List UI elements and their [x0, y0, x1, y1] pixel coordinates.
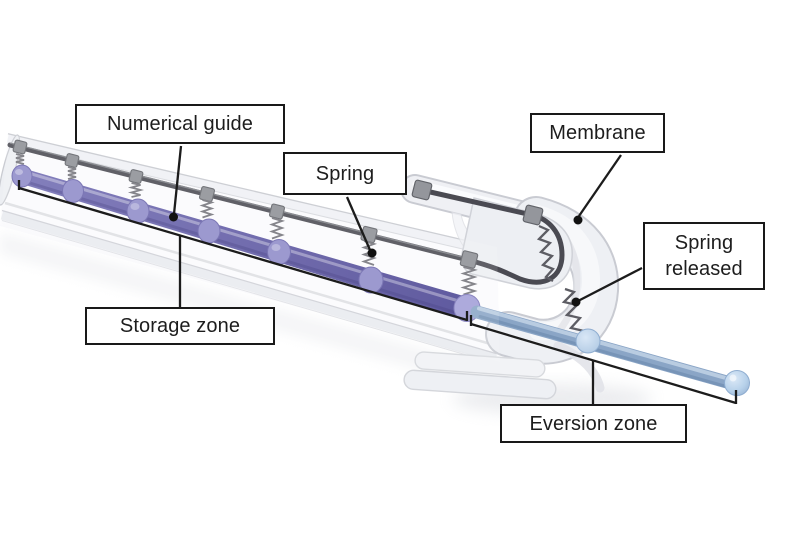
fold-arc — [553, 341, 605, 393]
rod-bead — [11, 164, 33, 188]
label-spring-released-text: Spring released — [665, 232, 743, 280]
tube-bottom-edge-1 — [1, 209, 497, 355]
storage-zone-bracket — [17, 180, 469, 322]
bead-glint — [271, 244, 281, 251]
tube-inner-bottom-edge — [4, 201, 495, 347]
label-membrane-text: Membrane — [549, 122, 646, 144]
rod-bead — [358, 266, 384, 294]
tube-top-band — [6, 133, 499, 257]
label-eversion-zone: Eversion zone — [500, 404, 687, 443]
leader-membrane — [578, 154, 622, 217]
spring-coil — [15, 153, 25, 165]
rail-highlight — [9, 142, 467, 259]
spring-coil — [67, 166, 77, 180]
rod-highlight — [24, 170, 463, 304]
label-spring: Spring — [283, 152, 407, 195]
spring-coil — [460, 266, 478, 296]
everted-rod-body — [470, 305, 741, 391]
spring-anchor-cube — [268, 203, 286, 220]
rail-anchor-cube-everted-1 — [411, 179, 433, 201]
label-spring-released: Spring released — [643, 222, 765, 290]
leader-dots — [169, 212, 583, 307]
dot-membrane — [573, 215, 583, 225]
spring-coil — [269, 217, 286, 240]
bracket-line — [470, 322, 737, 405]
leader-spring — [345, 196, 372, 251]
spring-anchor-cube — [128, 169, 144, 184]
spring-coil — [199, 199, 215, 219]
dot-numerical-guide — [169, 212, 178, 222]
released-spring-coil-upper — [536, 224, 555, 282]
spring-anchor-cube — [12, 139, 28, 155]
label-eversion-zone-text: Eversion zone — [529, 412, 658, 435]
annotations — [17, 145, 738, 405]
leader-spring-released — [577, 266, 643, 303]
everted-rod-bead — [575, 328, 601, 354]
rod-shade — [24, 180, 465, 317]
fold-band — [403, 369, 557, 400]
stored-springs — [12, 139, 479, 296]
rod-bead — [62, 179, 84, 203]
label-storage-zone-text: Storage zone — [119, 315, 241, 337]
spring-anchor-cube — [459, 250, 479, 269]
spring-anchor-cube — [64, 153, 80, 168]
label-spring-text: Spring — [315, 162, 375, 185]
label-storage-zone: Storage zone — [85, 307, 275, 345]
tube-glass-overlay — [0, 133, 500, 362]
label-membrane: Membrane — [530, 113, 665, 153]
label-numerical-guide-text: Numerical guide — [106, 113, 253, 135]
everted-guide-rod — [470, 305, 750, 396]
label-numerical-guide: Numerical guide — [75, 104, 285, 144]
bracket-line — [18, 186, 468, 322]
tube-top-edge-1 — [7, 133, 498, 249]
bead-glint — [15, 169, 23, 175]
dot-spring — [367, 248, 377, 258]
tube-bottom-band — [0, 210, 498, 363]
tube-top-edge-2 — [7, 142, 498, 258]
everted-rod-highlight — [477, 306, 733, 382]
rail-anchor-cube-everted-2 — [522, 204, 544, 226]
everted-rod-shade — [478, 315, 730, 389]
leader-numerical-guide — [172, 145, 183, 215]
dot-spring-released — [571, 297, 581, 307]
fold-band — [414, 351, 546, 378]
spring-coil — [127, 182, 145, 198]
tip-glint — [729, 374, 737, 382]
membrane-folds — [403, 341, 605, 400]
tube-bottom-edge-2 — [1, 220, 497, 364]
eversion-zone-bracket — [469, 315, 738, 405]
bead-glint — [130, 203, 140, 210]
